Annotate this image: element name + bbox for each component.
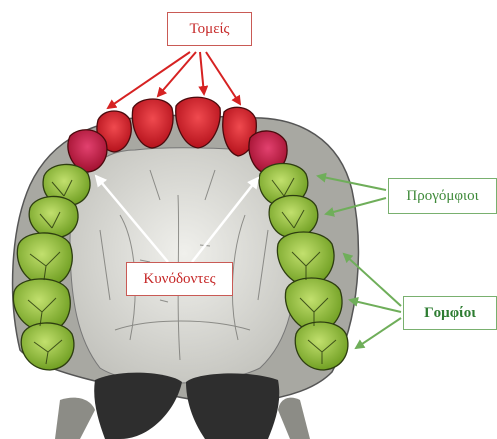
premolar-tooth (29, 196, 78, 238)
incisors-label: Τομείς (167, 12, 252, 46)
molar-tooth (21, 323, 74, 370)
premolar-tooth (269, 196, 318, 239)
canines-label: Κυνόδοντες (126, 262, 233, 296)
premolars-label: Προγόμφιοι (388, 178, 497, 214)
molars-label: Γομφίοι (403, 296, 497, 330)
incisor-arrows (108, 52, 240, 108)
